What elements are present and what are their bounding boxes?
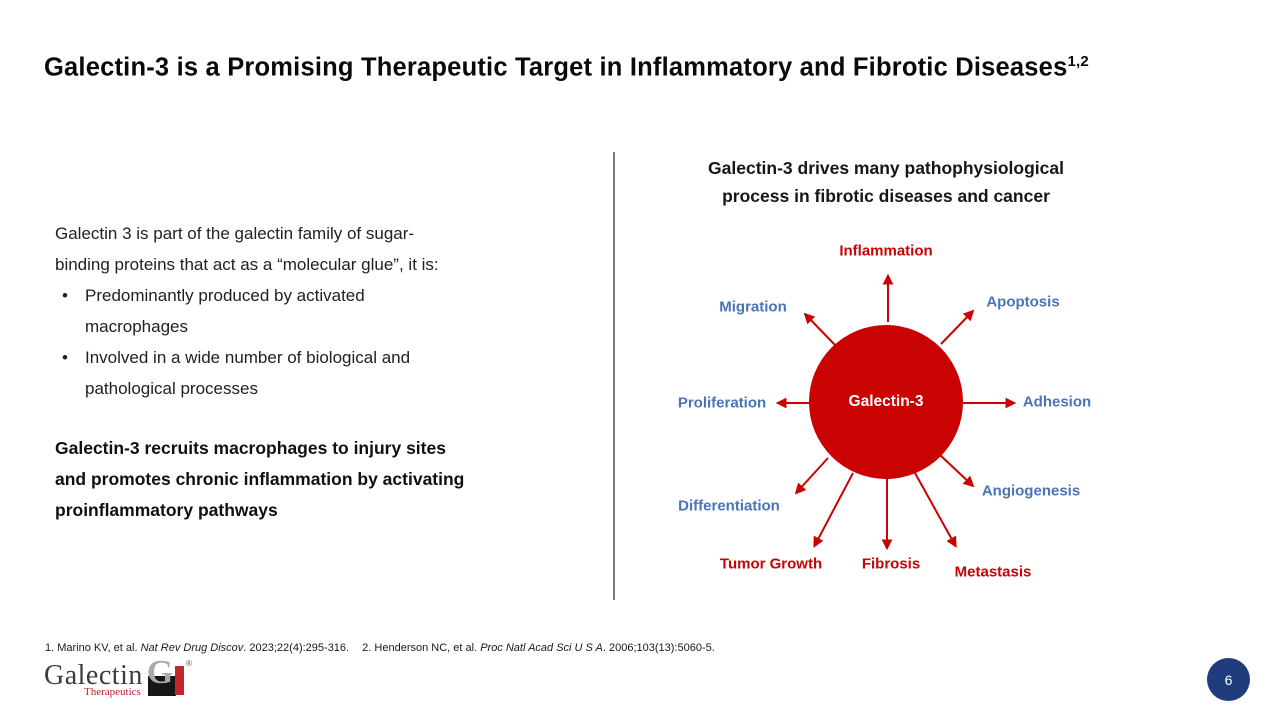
reference-journal: Nat Rev Drug Discov bbox=[140, 642, 244, 654]
bullet-item: Involved in a wide number of biological … bbox=[55, 342, 600, 404]
hub-circle bbox=[809, 325, 963, 479]
bullet-line: Involved in a wide number of biological … bbox=[85, 348, 411, 367]
arrow-angiogenesis bbox=[939, 454, 975, 488]
reference-text: 1. Marino KV, et al. bbox=[45, 642, 141, 654]
bullet-line: pathological processes bbox=[85, 379, 258, 398]
company-logo: Galectin Therapeutics G ® bbox=[44, 654, 194, 701]
intro-line: binding proteins that act as a “molecula… bbox=[55, 255, 439, 274]
arrow-tumor-growth bbox=[813, 472, 854, 548]
key-statement-line: and promotes chronic inflammation by act… bbox=[55, 469, 465, 489]
spoke-label-tumor-growth: Tumor Growth bbox=[719, 555, 823, 573]
bullet-item: Predominantly produced by activated macr… bbox=[55, 280, 600, 342]
reference-2: 2. Henderson NC, et al. Proc Natl Acad S… bbox=[362, 642, 715, 654]
diagram-heading: Galectin-3 drives many pathophysiologica… bbox=[620, 154, 1152, 210]
spoke-label-differentiation: Differentiation bbox=[678, 497, 780, 515]
bullet-list: Predominantly produced by activated macr… bbox=[55, 280, 600, 404]
spoke-label-migration: Migration bbox=[719, 298, 787, 316]
logo-mark-icon: G ® bbox=[146, 654, 194, 701]
page-number-badge: 6 bbox=[1207, 658, 1250, 701]
arrow-migration bbox=[803, 312, 837, 347]
spoke-label-inflammation: Inflammation bbox=[839, 242, 933, 260]
registered-trademark-icon: ® bbox=[185, 659, 192, 668]
reference-text: 2. Henderson NC, et al. bbox=[362, 642, 481, 654]
diagram-heading-line: Galectin-3 drives many pathophysiologica… bbox=[708, 158, 1064, 178]
arrow-apoptosis bbox=[940, 309, 975, 345]
spoke-label-apoptosis: Apoptosis bbox=[986, 293, 1060, 311]
title-citation-superscript: 1,2 bbox=[1067, 53, 1089, 70]
bullet-line: macrophages bbox=[85, 317, 189, 336]
reference-text: . 2006;103(13):5060-5. bbox=[602, 642, 715, 654]
logo-name: Galectin bbox=[44, 660, 143, 691]
spoke-label-angiogenesis: Angiogenesis bbox=[981, 482, 1081, 500]
bullet-line: Predominantly produced by activated bbox=[85, 286, 365, 305]
hub-label: Galectin-3 bbox=[848, 393, 924, 410]
arrow-group bbox=[775, 273, 1017, 551]
reference-journal: Proc Natl Acad Sci U S A bbox=[480, 642, 603, 654]
logo-mark-letter: G bbox=[146, 654, 174, 691]
spoke-label-metastasis: Metastasis bbox=[954, 563, 1032, 581]
spoke-arrows bbox=[775, 273, 1017, 551]
reference-text: . 2023;22(4):295-316. bbox=[243, 642, 350, 654]
left-text-block: Galectin 3 is part of the galectin famil… bbox=[55, 218, 600, 526]
key-statement: Galectin-3 recruits macrophages to injur… bbox=[55, 433, 600, 526]
vertical-divider bbox=[613, 152, 615, 600]
spoke-label-proliferation: Proliferation bbox=[677, 394, 767, 412]
logo-tagline: Therapeutics bbox=[84, 686, 141, 698]
key-statement-line: Galectin-3 recruits macrophages to injur… bbox=[55, 438, 446, 458]
logo-text: Galectin Therapeutics bbox=[44, 660, 143, 699]
intro-line: Galectin 3 is part of the galectin famil… bbox=[55, 224, 415, 243]
spoke-label-adhesion: Adhesion bbox=[1022, 393, 1092, 411]
arrow-metastasis bbox=[914, 472, 957, 548]
slide-title-text: Galectin-3 is a Promising Therapeutic Ta… bbox=[44, 53, 1068, 82]
intro-paragraph: Galectin 3 is part of the galectin famil… bbox=[55, 218, 600, 280]
reference-1: 1. Marino KV, et al. Nat Rev Drug Discov… bbox=[45, 642, 349, 654]
references: 1. Marino KV, et al. Nat Rev Drug Discov… bbox=[45, 642, 715, 654]
arrow-differentiation bbox=[794, 457, 829, 495]
logo-mark-red-bar bbox=[174, 666, 184, 695]
key-statement-line: proinflammatory pathways bbox=[55, 500, 278, 520]
spoke-label-fibrosis: Fibrosis bbox=[861, 555, 921, 573]
logo-mark-black-square bbox=[147, 676, 176, 696]
slide-title: Galectin-3 is a Promising Therapeutic Ta… bbox=[44, 53, 1089, 83]
diagram-heading-line: process in fibrotic diseases and cancer bbox=[722, 186, 1050, 206]
